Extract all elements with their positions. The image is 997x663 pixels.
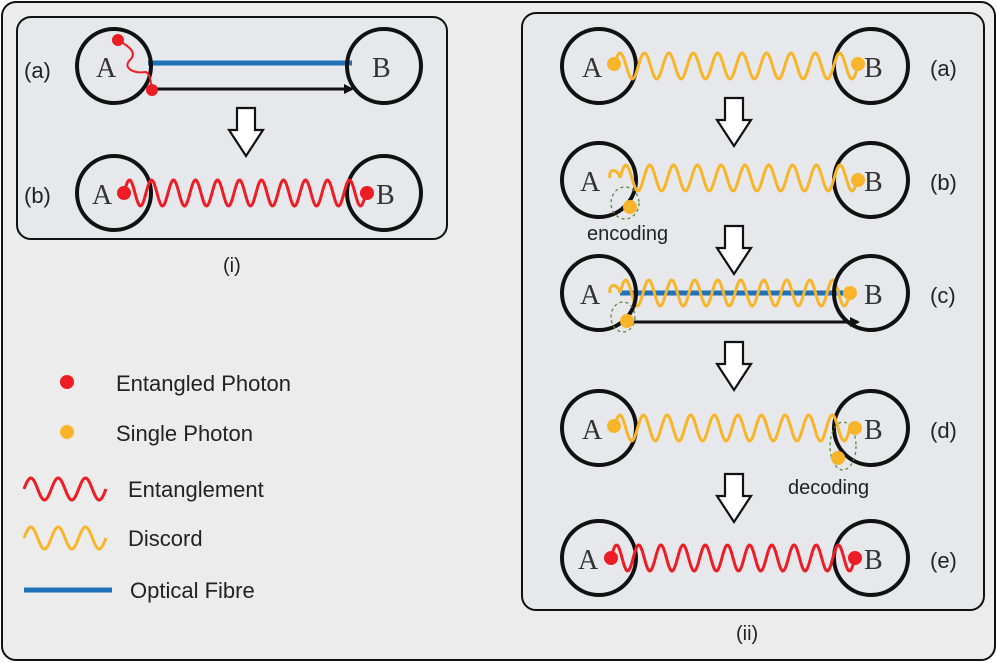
- entanglement-wave: [122, 178, 368, 208]
- legend-label: Single Photon: [116, 421, 253, 446]
- legend-label: Entanglement: [128, 477, 264, 502]
- decoding-halo: [829, 421, 857, 471]
- single-photon-dot: [851, 173, 865, 187]
- panel-i-row-b: (b) A B: [24, 154, 423, 232]
- panel-ii-caption: (ii): [736, 623, 758, 645]
- entanglement-wave: [609, 543, 857, 573]
- node-b-label: B: [864, 280, 883, 311]
- node-b-label: B: [864, 415, 883, 446]
- node-a: [560, 141, 638, 219]
- single-photon-dot: [851, 57, 865, 71]
- node-b-label: B: [864, 53, 883, 84]
- node-a-label: A: [580, 167, 601, 198]
- entanglement-squiggle: [117, 39, 153, 91]
- panel-i-caption: (i): [223, 255, 241, 277]
- single-photon-dot: [831, 451, 845, 465]
- node-a: [560, 519, 638, 597]
- down-arrow-shape: [714, 472, 754, 525]
- legend-label: Entangled Photon: [116, 371, 291, 396]
- discord-wave: [612, 413, 852, 443]
- panel-ii-row-d: A B decoding (d): [560, 389, 957, 499]
- entangled-photon-dot: [146, 84, 158, 96]
- entangled-photon-dot: [117, 186, 131, 200]
- panel-ii-box: [521, 12, 985, 611]
- node-a: [560, 389, 638, 467]
- panel-ii-row-b: A B encoding (b): [560, 141, 957, 245]
- encoding-halo: [610, 301, 636, 333]
- panel-i-box: [16, 16, 448, 240]
- node-b-label: B: [376, 180, 395, 211]
- node-b-label: B: [372, 53, 391, 84]
- node-b: [345, 154, 423, 232]
- panel-ii-row-c: A B (c): [560, 254, 956, 333]
- encoding-halo: [610, 186, 640, 220]
- single-photon-dot: [620, 314, 634, 328]
- panel-ii-row-a: A B (a): [560, 27, 957, 105]
- node-a: [560, 27, 638, 105]
- legend-label: Optical Fibre: [130, 578, 255, 603]
- row-tag: (a): [24, 58, 51, 83]
- legend: Entangled Photon Single Photon Entanglem…: [22, 371, 291, 603]
- encoding-label: encoding: [587, 223, 668, 245]
- yellow-wave-icon: [22, 525, 108, 551]
- entangled-photon-dot: [848, 551, 862, 565]
- discord-wave: [618, 278, 852, 308]
- node-b: [832, 389, 910, 467]
- single-photon-dot: [607, 419, 621, 433]
- encoding-stem: [608, 284, 622, 294]
- single-photon-dot: [843, 286, 857, 300]
- node-a-label: A: [92, 180, 113, 211]
- down-arrow-icon: [714, 340, 754, 393]
- down-arrow-shape: [714, 96, 754, 149]
- row-tag: (e): [930, 548, 957, 573]
- discord-wave: [618, 163, 860, 193]
- single-photon-dot: [623, 200, 637, 214]
- single-photon-dot: [607, 57, 621, 71]
- node-b: [345, 27, 423, 105]
- node-a: [75, 154, 153, 232]
- down-arrow-icon: [226, 106, 266, 159]
- entangled-photon-dot: [360, 186, 374, 200]
- row-tag: (d): [930, 418, 957, 443]
- node-a-label: A: [582, 53, 603, 84]
- row-tag: (b): [930, 170, 957, 195]
- node-a-label: A: [580, 280, 601, 311]
- down-arrow-icon: [714, 96, 754, 149]
- entangled-photon-dot: [112, 34, 124, 46]
- panel-ii-row-e: A B (e): [560, 519, 957, 597]
- down-arrow-shape: [714, 224, 754, 277]
- panel-i-row-a: (a) A B: [24, 27, 423, 105]
- decoding-label: decoding: [788, 477, 869, 499]
- red-dot-icon: [60, 375, 74, 389]
- encoding-stem: [608, 169, 622, 179]
- row-tag: (a): [930, 56, 957, 81]
- discord-wave: [612, 51, 860, 81]
- node-a-label: A: [96, 53, 117, 84]
- node-a-label: A: [578, 545, 599, 576]
- down-arrow-icon: [714, 472, 754, 525]
- single-photon-dot: [848, 421, 862, 435]
- down-arrow-shape: [226, 106, 266, 159]
- legend-label: Discord: [128, 526, 203, 551]
- node-b-label: B: [864, 167, 883, 198]
- yellow-dot-icon: [60, 425, 74, 439]
- red-wave-icon: [22, 476, 108, 502]
- node-a-label: A: [582, 415, 603, 446]
- node-a: [75, 27, 153, 105]
- node-b-label: B: [864, 545, 883, 576]
- node-a: [560, 254, 638, 332]
- row-tag: (c): [930, 283, 956, 308]
- node-b: [832, 254, 910, 332]
- down-arrow-icon: [714, 224, 754, 277]
- down-arrow-shape: [714, 340, 754, 393]
- row-tag: (b): [24, 183, 51, 208]
- entangled-photon-dot: [604, 551, 618, 565]
